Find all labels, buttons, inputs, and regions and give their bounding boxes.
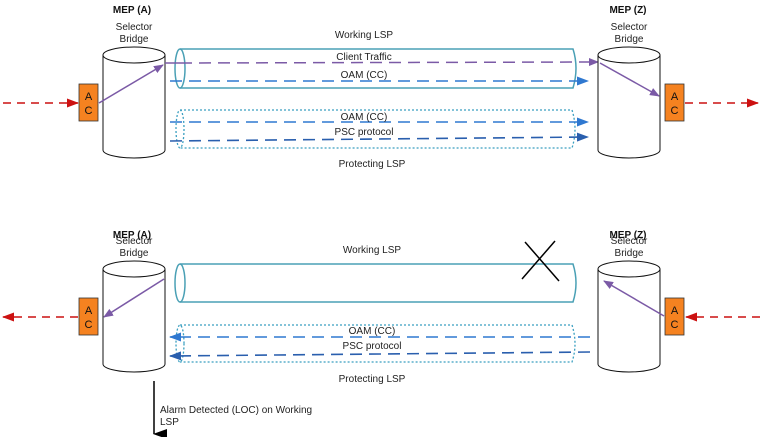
alarm-text-line1: Alarm Detected (LOC) on Working bbox=[160, 405, 312, 416]
top-mep-z-selector-bridge bbox=[597, 46, 661, 159]
bottom-bridge-arrow-z bbox=[603, 280, 665, 317]
top-oam-working-label: OAM (CC) bbox=[341, 70, 388, 81]
bottom-mep-z-function-line1: Selector bbox=[611, 236, 648, 247]
top-client-traffic-label: Client Traffic bbox=[336, 52, 391, 63]
top-mep-a-function-line2: Bridge bbox=[120, 34, 149, 45]
bottom-psc-flow bbox=[169, 351, 591, 361]
bottom-mep-z-title: MEP (Z) bbox=[609, 230, 646, 241]
failure-x-icon bbox=[521, 240, 560, 282]
bottom-mep-z-selector-bridge bbox=[597, 260, 661, 373]
top-bridge-arrow-a bbox=[98, 64, 164, 104]
bottom-oam-protecting-label: OAM (CC) bbox=[349, 326, 396, 337]
bottom-mep-z-ac-line2: C bbox=[671, 319, 679, 331]
top-bridge-arrow-z bbox=[599, 62, 660, 97]
bottom-psc-label: PSC protocol bbox=[343, 341, 402, 352]
bottom-mep-a-function-line2: Bridge bbox=[120, 248, 149, 259]
top-scenario: MEP (A) Selector Bridge A C Working LSP … bbox=[3, 5, 759, 170]
alarm-text-line2: LSP bbox=[160, 417, 179, 428]
top-mep-a-selector-bridge bbox=[102, 46, 166, 159]
top-mep-z-attachment-circuit: A C bbox=[664, 83, 685, 122]
bottom-scenario: MEP (A) Selector Bridge A C Working LSP bbox=[2, 230, 760, 437]
bottom-working-lsp-label: Working LSP bbox=[343, 245, 402, 256]
bottom-mep-a-attachment-circuit: A C bbox=[78, 297, 99, 336]
bottom-mep-a-ac-line2: C bbox=[85, 319, 93, 331]
bottom-working-lsp-tube bbox=[174, 263, 577, 303]
top-oam-protecting-label: OAM (CC) bbox=[341, 112, 388, 123]
top-protecting-lsp-label: Protecting LSP bbox=[339, 159, 406, 170]
bottom-mep-a-selector-bridge bbox=[102, 260, 166, 373]
bottom-protecting-lsp-label: Protecting LSP bbox=[339, 374, 406, 385]
bottom-mep-a-ac-line1: A bbox=[85, 305, 93, 317]
top-psc-flow bbox=[169, 132, 589, 142]
top-working-lsp-tube bbox=[174, 48, 577, 89]
top-mep-a-title: MEP (A) bbox=[113, 5, 151, 16]
top-protecting-lsp-tube bbox=[175, 109, 576, 149]
top-psc-label: PSC protocol bbox=[335, 127, 394, 138]
bottom-mep-a-title: MEP (A) bbox=[113, 230, 151, 241]
top-mep-z-function-line2: Bridge bbox=[615, 34, 644, 45]
top-mep-a-attachment-circuit: A C bbox=[78, 83, 99, 122]
top-mep-z-ac-line1: A bbox=[671, 91, 679, 103]
bottom-protecting-lsp-tube bbox=[175, 324, 576, 363]
bottom-mep-z-ac-line1: A bbox=[671, 305, 679, 317]
top-mep-a-ac-line1: A bbox=[85, 91, 93, 103]
bottom-mep-a-function-line1: Selector bbox=[116, 236, 153, 247]
top-mep-z-ac-line2: C bbox=[671, 105, 679, 117]
top-mep-a-ac-line2: C bbox=[85, 105, 93, 117]
bottom-mep-z-function-line2: Bridge bbox=[615, 248, 644, 259]
bottom-bridge-arrow-a bbox=[103, 278, 165, 318]
top-mep-z-function-line1: Selector bbox=[611, 22, 648, 33]
top-mep-a-function-line1: Selector bbox=[116, 22, 153, 33]
bottom-mep-z-attachment-circuit: A C bbox=[664, 297, 685, 336]
top-client-traffic-flow bbox=[179, 58, 599, 67]
top-working-lsp-label: Working LSP bbox=[335, 30, 394, 41]
top-mep-z-title: MEP (Z) bbox=[609, 5, 646, 16]
